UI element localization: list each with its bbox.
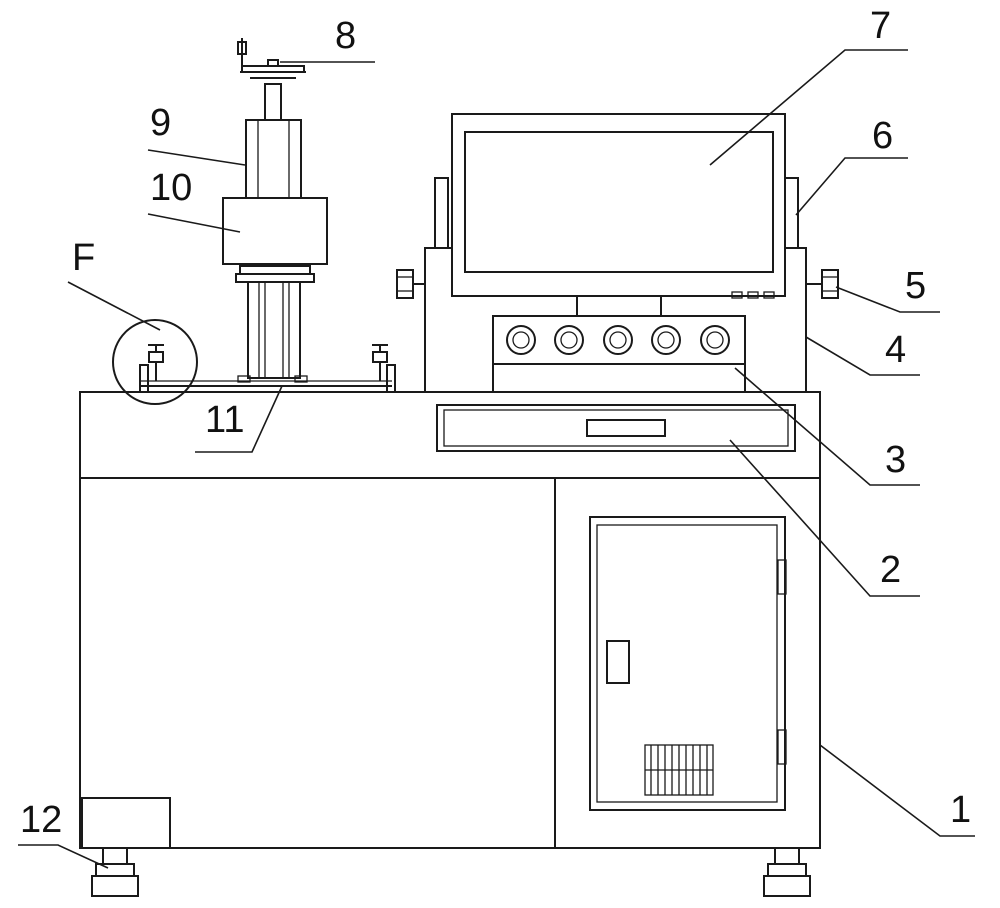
label-7: 7 [870,5,891,47]
label-11: 11 [205,399,244,441]
monitor-bracket-left [434,177,449,249]
monitor [451,113,786,317]
label-3: 3 [885,439,906,481]
foot-right [763,847,811,897]
label-4: 4 [885,329,906,371]
monitor-bracket-right [784,177,799,249]
clamp-left [148,344,164,381]
monitor-screen [464,131,774,273]
work-plate [139,344,396,393]
label-6: 6 [872,115,893,157]
door-handle [606,640,630,684]
drawer-handle [586,419,666,437]
cabinet-body [79,391,821,849]
foot-left [91,847,139,897]
knob-right [806,269,839,299]
detail-circle-f [112,319,198,405]
handwheel [237,38,306,121]
lift-carriage [222,197,328,265]
drawer [436,404,796,452]
bottom-box [81,797,171,849]
knob-left [396,269,425,299]
cabinet-door [589,516,787,811]
label-5: 5 [905,265,926,307]
door-vent [644,744,714,796]
label-12: 12 [20,799,62,841]
label-9: 9 [150,102,171,144]
monitor-stand [576,295,662,317]
clamp-right [372,344,388,381]
label-1: 1 [950,789,971,831]
label-2: 2 [880,549,901,591]
door-hinge-bottom [777,729,787,765]
label-f: F [72,237,95,279]
label-8: 8 [335,15,356,57]
lift-column [222,119,328,379]
leader-lines [18,49,975,869]
door-hinge-top [777,559,787,595]
button-panel [492,315,746,393]
label-10: 10 [150,167,192,209]
